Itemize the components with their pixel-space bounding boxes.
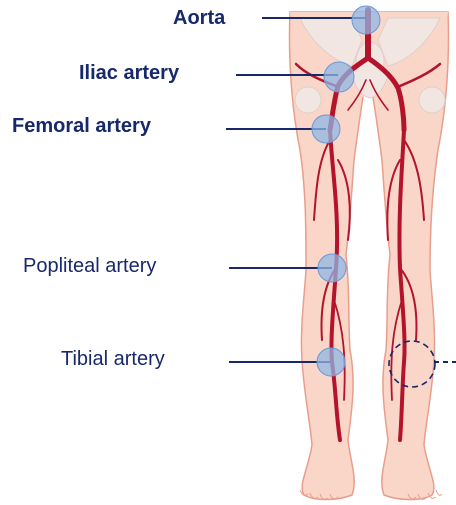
label-aorta: Aorta [173,7,225,30]
artery-marker-femoral [312,115,340,143]
artery-marker-tibial [317,348,345,376]
label-tibial-artery: Tibial artery [61,348,165,371]
label-popliteal-artery: Popliteal artery [23,255,156,278]
artery-marker-aorta [352,6,380,34]
artery-marker-popliteal [318,254,346,282]
label-iliac-artery: Iliac artery [79,62,179,85]
artery-marker-iliac [324,62,354,92]
label-femoral-artery: Femoral artery [12,115,151,138]
